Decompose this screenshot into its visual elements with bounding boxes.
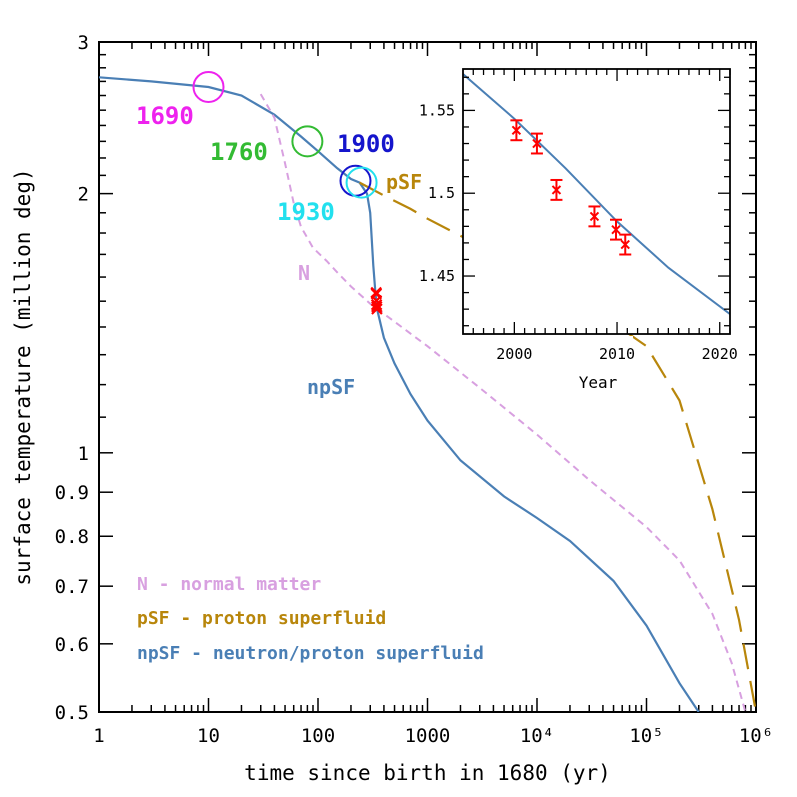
x-tick-label: 10⁴ xyxy=(520,725,554,747)
series-line-N xyxy=(259,93,747,712)
x-tick-label: 10⁶ xyxy=(739,725,773,747)
year-marker-label: 1900 xyxy=(337,130,395,158)
inset-x-tick-label: 2010 xyxy=(599,345,635,363)
y-tick-label: 3 xyxy=(78,32,89,54)
inset-curves xyxy=(463,73,730,315)
curve-label-pSF: pSF xyxy=(386,170,422,194)
year-marker-circle xyxy=(192,70,225,103)
inset-data-point xyxy=(611,224,621,235)
x-tick-label: 100 xyxy=(301,725,335,747)
inset-y-tick-label: 1.55 xyxy=(419,101,455,119)
y-tick-label: 0.5 xyxy=(55,702,89,724)
observation-cross xyxy=(371,303,383,315)
inset-x-tick-label: 2000 xyxy=(496,345,532,363)
x-axis-title: time since birth in 1680 (yr) xyxy=(244,761,611,785)
observation-cross xyxy=(370,300,383,313)
y-tick-label: 0.7 xyxy=(55,576,89,598)
y-tick-label: 0.9 xyxy=(55,482,89,504)
year-marker-label: 1760 xyxy=(210,138,268,166)
x-tick-label: 10 xyxy=(197,725,220,747)
x-tick-label: 1 xyxy=(93,725,104,747)
year-marker-circle xyxy=(291,125,324,158)
inset-y-tick-label: 1.45 xyxy=(419,267,455,285)
inset-y-tick-label: 1.5 xyxy=(428,184,455,202)
year-marker-label: 1690 xyxy=(136,102,194,130)
inset-data-point xyxy=(532,138,542,149)
y-tick-label: 0.6 xyxy=(55,634,89,656)
inset-x-tick-label: 2020 xyxy=(702,345,738,363)
curve-label-N: N xyxy=(298,261,310,285)
legend-entry: pSF - proton superfluid xyxy=(137,608,386,629)
main-plot: 1 10 100 1000 10⁴ 10⁵ 10⁶ 0.5 0.6 0.7 0.8 0.9 1 2 3 tim… xyxy=(11,32,773,785)
y-tick-label: 2 xyxy=(78,184,89,206)
y-tick-label: 0.8 xyxy=(55,526,89,548)
inset-data-point xyxy=(551,185,562,195)
inset-data-point xyxy=(589,211,600,222)
x-tick-label: 1000 xyxy=(405,725,451,747)
curve-label-npSF: npSF xyxy=(307,375,355,399)
x-tick-label: 10⁵ xyxy=(629,725,663,747)
inset-data-point xyxy=(620,239,630,250)
inset-fit-line xyxy=(463,73,730,315)
observation-cross xyxy=(370,298,383,311)
y-tick-label: 1 xyxy=(78,443,89,465)
year-marker-label: 1930 xyxy=(277,198,335,226)
legend-entry: N - normal matter xyxy=(137,574,321,595)
legend-entry: npSF - neutron/proton superfluid xyxy=(137,643,484,664)
year-marker-circle xyxy=(345,166,378,199)
y-axis-title: surface temperature (million deg) xyxy=(11,168,35,585)
inset-xlabel-background xyxy=(565,336,633,362)
inset-x-axis-title: Year xyxy=(579,373,618,392)
inset-data-point xyxy=(511,125,522,135)
